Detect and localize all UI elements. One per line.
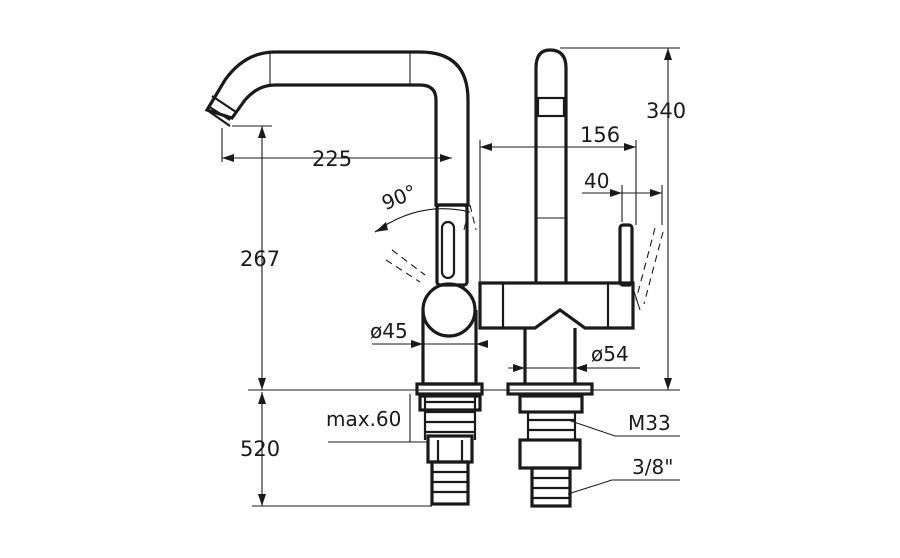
dim-d54-arrow-left [513,364,525,372]
dimension-labels: 225 267 520 max.60 ø45 ø54 90° 340 156 4… [240,99,686,479]
front-neck [523,328,577,384]
body-disc [421,282,477,338]
dim-267-arrow-bottom [258,378,266,390]
front-connector [518,438,582,470]
front-body-detail [501,283,610,328]
dim-40-arrow-left [610,189,622,197]
dim-267-arrow-top [258,126,266,138]
dim-d45-arrow-right [476,340,488,348]
leader-3-8 [567,479,680,495]
hose-ribs [432,440,468,494]
hose-connector [426,434,474,464]
front-view-faucet [478,48,664,508]
label-340: 340 [646,99,686,123]
front-fitting-ribs [532,476,570,500]
dim-d54-arrow-right [575,364,587,372]
label-d45: ø45 [370,319,408,343]
label-3-8: 3/8" [632,455,673,479]
base-plate [415,382,484,396]
label-m33: M33 [628,411,671,435]
dimension-lines [221,47,680,507]
dim-225-arrow-left [222,154,234,162]
front-lever [618,223,634,287]
label-40: 40 [584,169,609,193]
label-max60: max.60 [326,407,401,431]
front-lever-link [631,284,641,311]
side-view-faucet [204,50,484,506]
front-base-plate [506,382,594,396]
dim-156-arrow-right [624,143,636,151]
body-lower [421,310,478,386]
front-aerator [536,96,566,118]
swivel-arc-arrow [375,222,388,232]
label-520: 520 [240,437,280,461]
dim-340-arrow-bottom [664,378,672,390]
mounting-shank [423,394,477,440]
dim-520-arrow-bottom [258,494,266,506]
spout-outline [204,50,470,207]
dim-225-arrow-right [440,154,452,162]
label-225: 225 [312,147,352,171]
front-body [478,281,635,330]
dim-156-arrow-left [480,143,492,151]
front-shank [526,412,577,440]
label-267: 267 [240,247,280,271]
lever-rotated-dashed [463,204,477,231]
lever-swing-dashed [385,249,426,283]
label-d54: ø54 [591,342,629,366]
leader-m33 [567,419,680,437]
dim-340-arrow-top [664,48,672,60]
front-nut [518,394,584,414]
dim-520-arrow-top [258,392,266,404]
label-156: 156 [580,123,620,147]
front-lever-dashed [635,227,664,305]
lever-slot [440,220,456,280]
mounting-nut [418,394,482,412]
aerator [206,95,237,127]
label-90-degrees: 90° [378,180,420,216]
dim-40-arrow-right [650,189,662,197]
dim-d45-arrow-left [411,340,423,348]
front-spout [534,48,568,283]
